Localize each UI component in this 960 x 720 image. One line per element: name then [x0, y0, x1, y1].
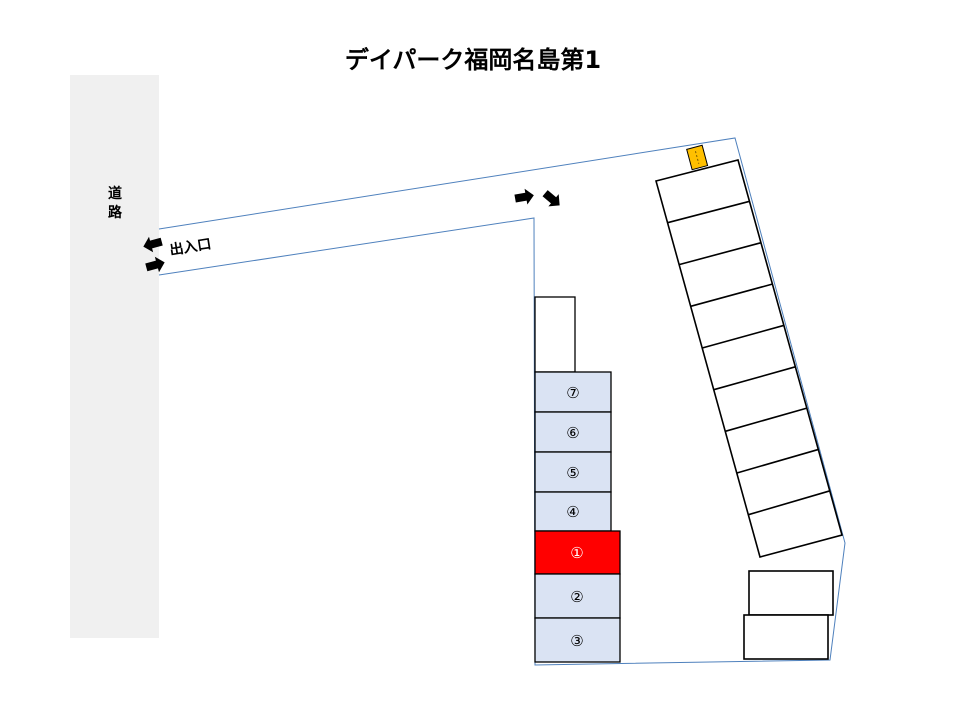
parking-slot-6 — [534, 411, 612, 453]
parking-slot-4 — [534, 491, 612, 532]
arrow-right-icon — [145, 256, 165, 273]
parking-slot-unnumbered — [534, 296, 576, 373]
slot-number: ④ — [566, 503, 579, 521]
bottom-right-slots — [743, 570, 834, 660]
slot-number: ⑦ — [566, 384, 579, 402]
road-label-char: 路 — [108, 205, 122, 221]
parking-slot-unnumbered — [743, 614, 829, 660]
parking-slot-5 — [534, 451, 612, 493]
parking-slot-3 — [534, 617, 621, 663]
angled-parking-row — [655, 159, 843, 558]
road-label-char: 道 — [108, 186, 122, 202]
arrow-left-icon — [143, 236, 163, 253]
arrow-right-icon — [514, 188, 534, 205]
parking-slot-7 — [534, 371, 612, 413]
slot-number-highlighted: ① — [570, 544, 583, 562]
page-title: デイパーク福岡名島第1 — [344, 46, 602, 74]
lot-boundary — [158, 137, 846, 666]
slot-number: ⑥ — [566, 424, 579, 442]
payment-machine-icon — [686, 144, 709, 171]
parking-slot-1-highlighted — [534, 530, 621, 575]
parking-slot-2 — [534, 573, 621, 619]
parking-slot-unnumbered — [748, 570, 834, 616]
slot-number: ② — [570, 588, 583, 606]
arrow-down-right-icon — [542, 190, 560, 207]
slot-number: ⑤ — [566, 464, 579, 482]
slot-number: ③ — [570, 632, 583, 650]
left-column-slots — [534, 296, 621, 663]
road-label: 道 路 — [108, 185, 128, 223]
road-area — [70, 75, 159, 638]
